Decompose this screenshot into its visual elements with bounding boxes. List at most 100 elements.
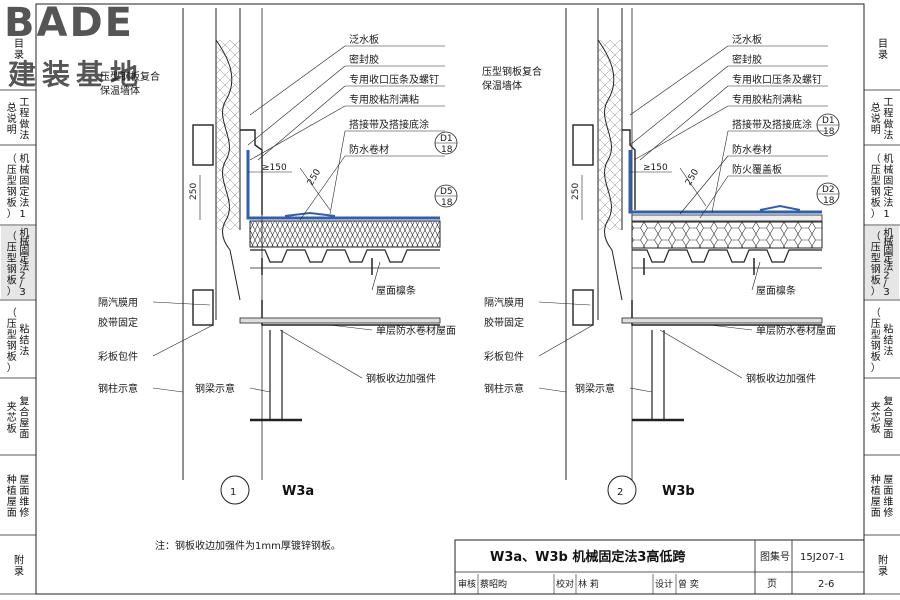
sidebar-char: （ — [7, 307, 17, 319]
roof-insulation — [249, 220, 441, 248]
svg-text:W3b: W3b — [662, 484, 695, 499]
sidebar-char: 型 — [7, 174, 17, 187]
sidebar-char: 型 — [871, 174, 881, 187]
sidebar-char: 法 — [19, 129, 29, 142]
sidebar-char: 型 — [871, 328, 881, 341]
sidebar-char: 说 — [7, 112, 17, 125]
left-sidebar: 目录工程做法总说明机械固定法1（压型钢板）机械固定法2/3（压型钢板）粘结法（压… — [0, 39, 36, 595]
sidebar-char: 压 — [7, 242, 17, 254]
logo: BADE 建装基地 — [4, 0, 144, 91]
checker: 林 莉 — [578, 578, 599, 590]
sidebar-char: 法 — [883, 129, 893, 142]
callout-label: 单层防水卷材屋面 — [376, 324, 456, 337]
sheet-frame — [35, 3, 865, 595]
sidebar-char: ） — [871, 286, 881, 298]
sidebar-char: 屋 — [7, 496, 17, 508]
svg-text:校对: 校对 — [556, 578, 574, 590]
sidebar-char: 压 — [871, 318, 881, 330]
sidebar-char: 压 — [7, 164, 17, 176]
sidebar-char: 程 — [883, 108, 893, 120]
svg-text:18: 18 — [441, 145, 453, 155]
svg-text:18: 18 — [823, 127, 835, 137]
sidebar-char: 屋 — [19, 418, 29, 430]
sidebar-char: （ — [871, 153, 881, 165]
sidebar-char: 固 — [19, 175, 29, 187]
sidebar-char: 压 — [871, 242, 881, 254]
svg-text:审核: 审核 — [458, 578, 476, 590]
sidebar-char: 附 — [878, 554, 888, 567]
callout-label: 钢梁示意 — [195, 382, 235, 395]
svg-text:18: 18 — [441, 198, 453, 208]
sidebar-char: 定 — [883, 185, 893, 198]
note: 注：钢板收边加强件为1mm厚镀锌钢板。 — [155, 539, 341, 552]
svg-text:D1: D1 — [440, 134, 453, 144]
sidebar-char: 机 — [883, 226, 893, 239]
sidebar-char: 3 — [883, 287, 889, 298]
atlas-label: 图集号 — [760, 550, 790, 563]
sidebar-char: 械 — [19, 235, 29, 248]
callout-label: 隔汽膜用 — [98, 296, 138, 309]
callout-label: 密封胶 — [732, 53, 762, 66]
svg-text:2: 2 — [617, 487, 623, 498]
sidebar-char: 机 — [883, 152, 893, 165]
sidebar-char: 附 — [14, 554, 24, 567]
sidebar-char: 总 — [7, 101, 17, 114]
detail-number-circle — [220, 475, 250, 505]
sidebar-char: 工 — [19, 98, 29, 109]
detail-reference-d1-b: D1 18 — [816, 113, 840, 137]
atlas-number: 15J207-1 — [800, 552, 845, 563]
callout-label: 专用收口压条及螺钉 — [349, 73, 439, 86]
sidebar-char: 板 — [871, 274, 881, 287]
sidebar-char: 面 — [7, 508, 17, 519]
sidebar-char: 目 — [14, 39, 24, 50]
sidebar-char: 工 — [883, 98, 893, 109]
logo-brand: BADE — [4, 0, 134, 46]
logo-subtitle: 建装基地 — [8, 58, 144, 91]
sidebar-char: 种 — [871, 473, 881, 486]
sidebar-char: 说 — [871, 112, 881, 125]
sidebar-char: （ — [7, 231, 17, 243]
sidebar-char: 定 — [19, 185, 29, 198]
page-number: 2-6 — [818, 579, 834, 590]
sidebar-char: ） — [871, 362, 881, 374]
sidebar-char: 粘 — [19, 323, 29, 336]
callout-label: 专用收口压条及螺钉 — [732, 73, 822, 86]
sidebar-char: 压 — [871, 164, 881, 176]
sidebar-char: 板 — [871, 422, 881, 435]
column-bracket — [192, 124, 214, 166]
detail-w3a: 250 ≥150 250 压型钢板复合保温墙体泛水板密封胶专用收口压条及螺钉专用… — [98, 8, 458, 505]
callout-label: 彩板包件 — [484, 350, 524, 363]
sidebar-char: 法 — [19, 345, 29, 358]
sidebar-char: 屋 — [883, 474, 893, 486]
sidebar-char: 固 — [883, 244, 893, 256]
sidebar-char: 法 — [19, 196, 29, 209]
sidebar-char: 板 — [7, 274, 17, 287]
callouts-w3b: 压型钢板复合保温墙体泛水板密封胶专用收口压条及螺钉专用胶粘剂满粘搭接带及搭接底涂… — [482, 33, 836, 395]
sidebar-char: 芯 — [7, 411, 17, 424]
callout-label: 搭接带及搭接底涂 — [349, 118, 429, 131]
sidebar-char: 型 — [7, 328, 17, 341]
detail-reference-d1: D1 18 — [434, 131, 458, 155]
detail-name: W3a — [282, 484, 314, 499]
sidebar-char: （ — [7, 153, 17, 165]
sidebar-char: 2 — [883, 270, 889, 281]
designer: 曾 奕 — [678, 578, 699, 590]
sidebar-char: 明 — [7, 124, 17, 136]
sidebar-char: 总 — [871, 101, 881, 114]
callout-label: 泛水板 — [732, 33, 762, 46]
svg-text:D2: D2 — [822, 185, 835, 195]
page-label: 页 — [767, 578, 777, 590]
sidebar-char: 械 — [19, 163, 29, 176]
sidebar-char: 钢 — [871, 263, 881, 276]
sidebar-char: ） — [871, 208, 881, 220]
flashing — [240, 129, 263, 215]
sidebar-char: 固 — [19, 244, 29, 256]
wall-label: 压型钢板复合 — [100, 70, 160, 83]
detail-reference-d5: D5 18 — [434, 184, 458, 208]
sidebar-char: 录 — [14, 49, 24, 61]
sidebar-char: 钢 — [871, 185, 881, 198]
sidebar-char: 钢 — [871, 339, 881, 352]
edge-reinforcement — [261, 300, 440, 326]
svg-text:≥150: ≥150 — [643, 163, 668, 173]
